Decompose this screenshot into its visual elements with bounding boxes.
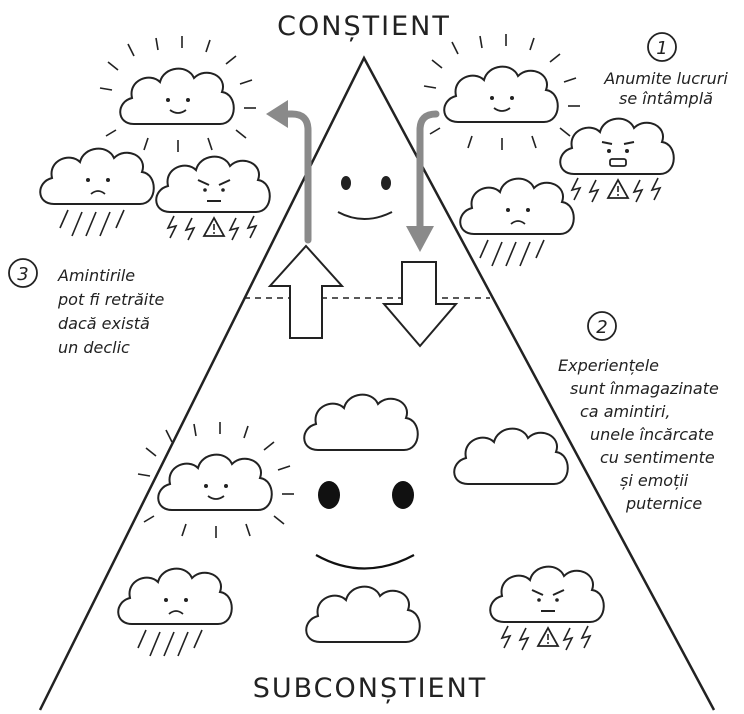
note-3-line-2: pot fi retrăite	[57, 290, 165, 309]
note-3: 3 Amintirile pot fi retrăite dacă există…	[8, 258, 165, 357]
up-block-arrow	[267, 244, 345, 339]
note-3-line-3: dacă există	[58, 314, 150, 333]
down-block-arrow	[381, 261, 459, 348]
note-2-line-5: cu sentimente	[600, 448, 715, 467]
title-subconscious: SUBCONȘTIENT	[253, 673, 488, 704]
note-2-line-2: sunt înmagazinate	[570, 379, 719, 398]
grey-recall-arrow	[266, 100, 312, 244]
note-3-number-circle	[8, 258, 38, 288]
cloud-plain-icon	[303, 393, 419, 451]
note-3-number: 3	[17, 264, 28, 285]
note-2-line-7: puternice	[625, 494, 702, 513]
upper-smiley-face	[337, 176, 393, 220]
title-conscious: CONȘTIENT	[277, 11, 451, 42]
sun-cloud-happy-icon	[423, 33, 581, 151]
note-2-number: 2	[596, 317, 607, 338]
storm-cloud-angry-icon	[489, 565, 605, 651]
note-2-line-1: Experiențele	[558, 356, 659, 375]
note-1: 1 Anumite lucruri se întâmplă	[603, 32, 728, 108]
lower-smiley-face	[315, 481, 415, 570]
rain-cloud-sad-icon	[117, 567, 233, 657]
rain-cloud-sad-icon	[39, 147, 155, 237]
note-2-line-6: și emoții	[620, 471, 689, 490]
note-2: 2 Experiențele sunt înmagazinate ca amin…	[558, 311, 719, 513]
note-2-number-circle	[587, 311, 617, 341]
sun-cloud-happy-icon	[137, 421, 295, 539]
note-1-line-1: Anumite lucruri	[603, 69, 728, 88]
note-2-line-3: ca amintiri,	[580, 402, 671, 421]
storm-cloud-alarmed-icon	[559, 117, 675, 203]
storm-cloud-angry-icon	[155, 155, 271, 241]
pyramid-outline	[38, 55, 716, 711]
cloud-plain-icon	[453, 427, 569, 485]
note-1-number-circle	[647, 32, 677, 62]
note-1-number: 1	[656, 38, 667, 59]
note-3-line-4: un declic	[58, 338, 130, 357]
sun-cloud-happy-icon	[99, 35, 257, 153]
note-1-line-2: se întâmplă	[619, 89, 713, 108]
note-2-line-4: unele încărcate	[590, 425, 714, 444]
rain-cloud-sad-icon	[459, 177, 575, 267]
grey-storing-arrow	[406, 110, 440, 252]
cloud-plain-icon	[305, 585, 421, 643]
note-3-line-1: Amintirile	[57, 266, 135, 285]
